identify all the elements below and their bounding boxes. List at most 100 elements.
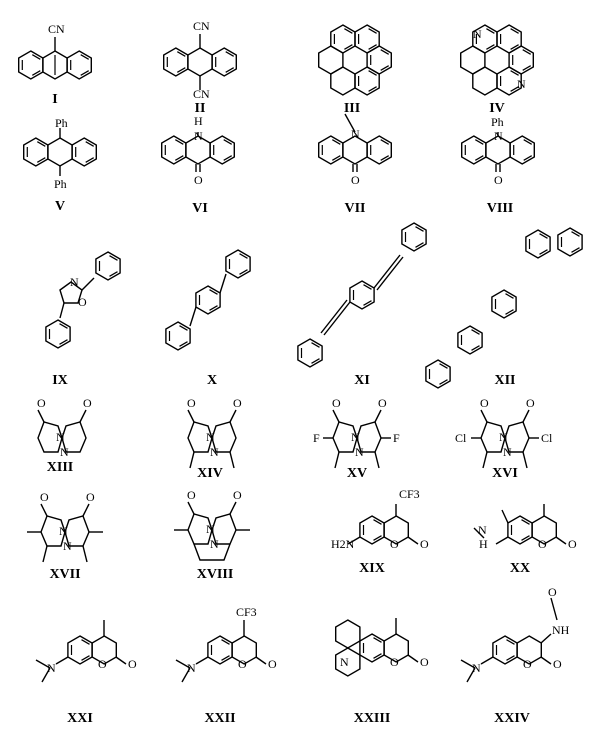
structure-XXIV <box>460 597 558 683</box>
atom-VI-N: N <box>194 129 203 143</box>
atom-XIII-O2: O <box>83 396 92 410</box>
atom-XV-F1: F <box>313 431 320 445</box>
structure-XVIII <box>174 501 250 561</box>
compound-label-XVI: XVI <box>492 466 518 481</box>
structure-VI <box>160 132 236 172</box>
atom-XV-O2: O <box>378 396 387 410</box>
compound-label-VIII: VIII <box>487 201 513 216</box>
compound-label-I: I <box>52 92 57 107</box>
compound-label-XXIII: XXIII <box>354 711 391 726</box>
atom-XXIV-O-carbonyl: O <box>553 657 562 671</box>
atom-labels-row6: N O O CF3 N O O N O O O NH N O O <box>47 585 570 675</box>
structure-IX <box>45 251 121 349</box>
compound-label-XIV: XIV <box>197 466 223 481</box>
atom-XIII-N2: N <box>60 445 69 459</box>
atom-I-CN: CN <box>48 22 65 36</box>
atom-XXI-O-ring: O <box>98 657 107 671</box>
compound-label-XXI: XXI <box>67 711 93 726</box>
atom-XVII-O1: O <box>40 490 49 504</box>
atom-labels: CN CN CN N N Ph Ph H N O N O Ph N O N O <box>48 19 526 309</box>
atom-XXIII-O-ring: O <box>390 655 399 669</box>
atom-XXIV-O-ring: O <box>523 657 532 671</box>
atom-labels-row5: O O N N O O N N CF3 H2N O O N H O O <box>40 487 577 553</box>
structure-XXIII <box>335 618 419 677</box>
compound-label-XIX: XIX <box>359 561 385 576</box>
atom-XXIV-NH: NH <box>552 623 570 637</box>
compound-label-II: II <box>195 101 206 116</box>
atom-XXII-O-carbonyl: O <box>268 657 277 671</box>
compound-label-VII: VII <box>344 201 365 216</box>
structure-XXII <box>175 620 267 683</box>
atom-XVII-N1: N <box>59 524 68 538</box>
atom-XX-N: N <box>478 523 487 537</box>
structure-XII <box>425 227 583 389</box>
structure-XIII <box>37 409 87 453</box>
compound-label-X: X <box>207 373 217 388</box>
structure-III <box>318 24 392 96</box>
compound-label-III: III <box>344 101 360 116</box>
atom-XVI-N2: N <box>503 445 512 459</box>
atom-XXI-N: N <box>47 661 56 675</box>
structure-XVII <box>27 503 103 563</box>
atom-XVI-Cl2: Cl <box>541 431 553 445</box>
compound-label-IV: IV <box>489 101 505 116</box>
atom-II-CN-top: CN <box>193 19 210 33</box>
structure-X <box>165 249 251 351</box>
structure-XIX <box>347 504 419 545</box>
atom-VII-O: O <box>351 173 360 187</box>
atom-XXIII-O-carbonyl: O <box>420 655 429 669</box>
atom-XV-F2: F <box>393 431 400 445</box>
structure-XXI <box>35 620 127 683</box>
atom-XIV-N2: N <box>210 445 219 459</box>
atom-XX-O-ring: O <box>538 537 547 551</box>
atom-XX-O-carbonyl: O <box>568 537 577 551</box>
atom-XV-N1: N <box>351 430 360 444</box>
compound-label-XXII: XXII <box>204 711 235 726</box>
atom-V-Ph-bottom: Ph <box>54 177 67 191</box>
atom-V-Ph-top: Ph <box>55 116 68 130</box>
atom-XVIII-O2: O <box>233 488 242 502</box>
atom-VIII-N: N <box>494 129 503 143</box>
structure-XI <box>297 222 427 368</box>
atom-XXI-O-carbonyl: O <box>128 657 137 671</box>
atom-XIX-O-carbonyl: O <box>420 537 429 551</box>
atom-XVI-N1: N <box>499 430 508 444</box>
atom-IV-N1: N <box>473 27 482 41</box>
structure-VII <box>318 113 392 172</box>
atom-VII-N: N <box>351 127 360 141</box>
atom-XIII-O1: O <box>37 396 46 410</box>
atom-VI-H: H <box>194 114 203 128</box>
structure-V <box>22 128 98 176</box>
atom-XXII-CF3: CF3 <box>236 605 257 619</box>
atom-VIII-O: O <box>494 173 503 187</box>
structure-XIV <box>187 409 237 469</box>
atom-XIX-H2N: H2N <box>331 537 355 551</box>
compound-label-XVIII: XVIII <box>197 567 234 582</box>
atom-IV-N2: N <box>517 77 526 91</box>
atom-VIII-Ph: Ph <box>491 115 504 129</box>
structure-XV <box>323 409 391 469</box>
atom-labels-row4: O O N N O O N N O O F F N N O O Cl Cl N … <box>37 396 553 459</box>
atom-XVIII-N1: N <box>206 522 215 536</box>
compound-label-VI: VI <box>192 201 208 216</box>
structure-XVI <box>471 409 539 469</box>
compound-label-XIII: XIII <box>47 460 73 475</box>
atom-VI-O: O <box>194 173 203 187</box>
structure-II <box>162 34 238 90</box>
atom-XXII-O-ring: O <box>238 657 247 671</box>
compound-labels: I II III IV V VI VII VIII IX X XI XII XI… <box>47 92 530 726</box>
atom-IX-N: N <box>70 275 79 289</box>
compound-label-XI: XI <box>354 373 370 388</box>
atom-XXIII-N: N <box>340 655 349 669</box>
atom-IX-O: O <box>78 295 87 309</box>
atom-XVIII-O1: O <box>187 488 196 502</box>
structure-I <box>17 37 93 80</box>
atom-XXIV-O-amide: O <box>548 585 557 599</box>
compound-label-IX: IX <box>52 373 68 388</box>
compound-label-V: V <box>55 199 65 214</box>
structure-VIII <box>461 132 535 172</box>
atom-XXIV-N: N <box>472 661 481 675</box>
atom-XVIII-N2: N <box>210 537 219 551</box>
atom-XV-N2: N <box>355 445 364 459</box>
